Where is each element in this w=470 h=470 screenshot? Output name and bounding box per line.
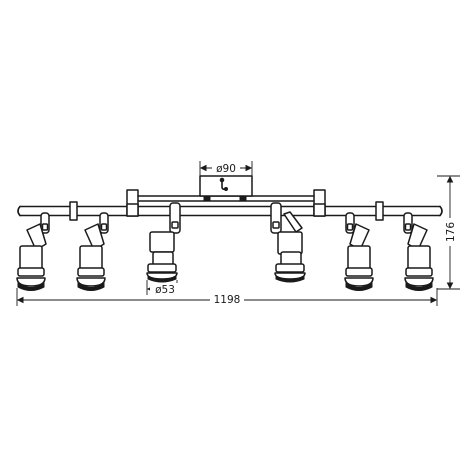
rail-clip-left <box>69 201 78 221</box>
total-length-dimension: 1198 <box>16 288 438 306</box>
canopy-diameter-dimension: ø90 <box>199 161 253 176</box>
spot-5 <box>344 212 374 291</box>
total-length-label: 1198 <box>214 294 241 306</box>
spot-4 <box>270 202 306 283</box>
canopy <box>199 175 253 201</box>
rail <box>17 205 443 217</box>
total-height-dimension: 176 <box>437 175 460 290</box>
spot-diameter-dimension: ø53 <box>146 280 180 296</box>
canopy-diameter-label: ø90 <box>216 163 236 175</box>
rail-clip-right <box>375 201 384 221</box>
spot-3 <box>146 202 181 283</box>
spot-6 <box>403 212 434 291</box>
total-height-label: 176 <box>445 222 457 242</box>
spot-2 <box>76 212 109 291</box>
spot-1 <box>16 212 50 291</box>
spot-diameter-label: ø53 <box>155 284 175 296</box>
